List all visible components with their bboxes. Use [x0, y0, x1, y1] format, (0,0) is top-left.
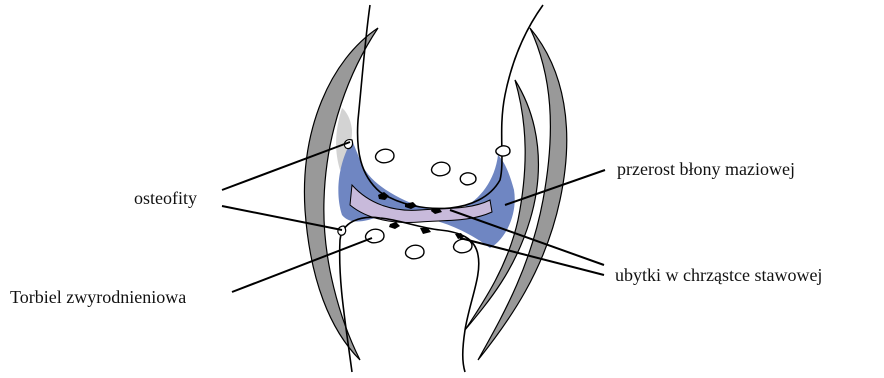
leader-cyst [232, 238, 372, 292]
label-cartilage-defects: ubytki w chrząstce stawowej [615, 265, 822, 285]
femur-cyst-3 [460, 173, 476, 185]
tibia-cyst-1 [366, 229, 384, 243]
femur-cyst-1 [376, 149, 394, 163]
femur-outline [358, 5, 543, 208]
femur-cysts [376, 146, 510, 185]
femur-cyst-4 [496, 146, 510, 156]
leader-osteophyte-upper [222, 142, 350, 190]
tibia-cyst-2 [406, 245, 424, 259]
label-degenerative-cyst: Torbiel zwyrodnieniowa [10, 287, 186, 307]
label-synovial-hypertrophy: przerost błony maziowej [617, 159, 795, 179]
femur-cyst-2 [432, 162, 450, 176]
label-osteophytes: osteofity [134, 188, 197, 208]
